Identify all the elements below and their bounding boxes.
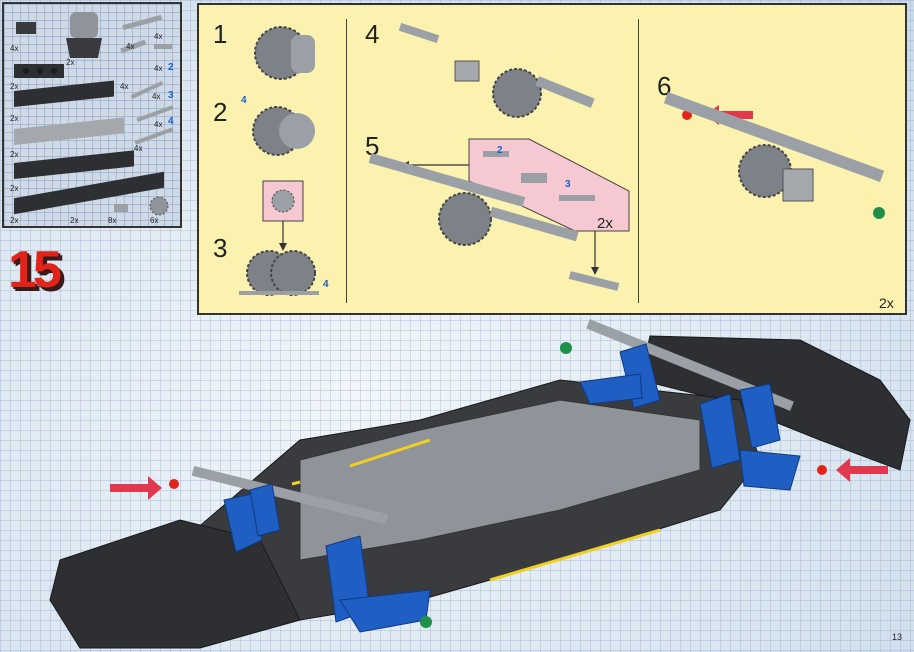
part-pin-short xyxy=(120,39,147,54)
yellow-stripe xyxy=(291,480,301,486)
part-axle-4 xyxy=(134,127,174,145)
differential-gear-icon xyxy=(239,250,319,296)
substep-number: 3 xyxy=(213,233,228,263)
axle-callout-box xyxy=(468,138,630,232)
part-qty: 2x xyxy=(10,82,19,91)
part-beam-1x12 xyxy=(14,150,134,179)
panel-divider xyxy=(346,19,347,303)
step-number: 15 xyxy=(8,241,62,299)
red-marker-icon xyxy=(169,479,179,489)
green-marker-icon xyxy=(560,342,572,354)
part-axle-2 xyxy=(130,81,164,99)
part-qty: 2x xyxy=(66,58,75,67)
panel-divider xyxy=(638,19,639,303)
axle-icon xyxy=(483,151,509,157)
parts-list: 4x 2x 4x 2x 4x 4x 4x 2 2x 4x 3 2x 4x 4 2… xyxy=(2,2,182,228)
differential-gear-icon xyxy=(738,144,814,202)
part-qty: 2x xyxy=(10,216,19,225)
differential-gear-icon xyxy=(252,106,315,156)
axle-icon xyxy=(559,195,595,201)
part-qty: 4x xyxy=(134,144,143,153)
axle-icon xyxy=(191,465,389,525)
substep-number: 5 xyxy=(365,131,380,161)
part-qty: 4x xyxy=(126,42,135,51)
subassembly-drawing xyxy=(239,23,885,296)
part-pin-tiny xyxy=(154,44,172,49)
green-marker-icon xyxy=(420,616,432,628)
part-length-callout: 4 xyxy=(168,116,174,127)
length-callout: 4 xyxy=(241,95,247,106)
length-callout: 2 xyxy=(497,145,503,156)
part-qty: 2x xyxy=(70,216,79,225)
part-length-callout: 2 xyxy=(168,62,174,73)
beam-block-icon xyxy=(454,60,480,82)
part-qty: 4x xyxy=(154,120,163,129)
part-qty: 6x xyxy=(150,216,159,225)
subassembly-panel: 1 2 3 4 5 6 xyxy=(197,3,907,315)
axle-joiner-icon xyxy=(521,173,547,183)
part-qty: 4x xyxy=(154,64,163,73)
part-differential xyxy=(70,12,98,38)
part-axle-pin xyxy=(122,14,163,31)
part-gear-12t xyxy=(149,196,169,216)
red-marker-icon xyxy=(817,465,827,475)
length-callout: 4 xyxy=(323,279,329,290)
part-differential-base xyxy=(66,38,102,58)
part-length-callout: 3 xyxy=(168,90,174,101)
insert-arrow-icon xyxy=(110,476,162,500)
yellow-stripe xyxy=(489,528,661,582)
part-beam-1x8 xyxy=(14,80,114,107)
substep-number: 1 xyxy=(213,19,228,49)
differential-gear-icon xyxy=(492,68,595,118)
part-brick-1x2 xyxy=(16,22,36,34)
differential-gear-icon xyxy=(438,192,579,246)
part-qty: 2x xyxy=(10,184,19,193)
part-qty: 4x xyxy=(10,44,19,53)
differential-gear-icon xyxy=(254,26,315,80)
part-qty: 4x xyxy=(120,82,129,91)
parts-drawing xyxy=(14,12,174,216)
blue-suspension-parts xyxy=(223,343,801,633)
part-qty: 2x xyxy=(10,150,19,159)
inner-multiplier: 2x xyxy=(597,215,613,232)
part-beam-1x16 xyxy=(14,171,164,215)
axle-icon xyxy=(586,319,794,411)
part-axle-3 xyxy=(136,105,174,123)
panel-multiplier: 2x xyxy=(879,295,894,311)
axle-icon xyxy=(368,153,526,207)
part-qty: 8x xyxy=(108,216,117,225)
substep-number: 4 xyxy=(365,19,380,49)
substep-number: 2 xyxy=(213,97,228,127)
part-qty: 4x xyxy=(154,32,163,41)
insert-arrow-icon xyxy=(836,458,888,482)
part-qty: 2x xyxy=(10,114,19,123)
gear-icon xyxy=(271,189,295,213)
part-beam-1x10 xyxy=(14,117,124,145)
axle-icon xyxy=(398,23,440,43)
page-number: 13 xyxy=(891,632,902,642)
green-marker-icon xyxy=(873,207,885,219)
front-plate xyxy=(49,519,301,649)
part-qty: 4x xyxy=(152,92,161,101)
yellow-stripe xyxy=(349,438,431,468)
length-callout: 3 xyxy=(565,179,571,190)
axle-icon xyxy=(663,92,885,182)
part-bush xyxy=(114,204,128,212)
axle-icon xyxy=(568,271,620,291)
